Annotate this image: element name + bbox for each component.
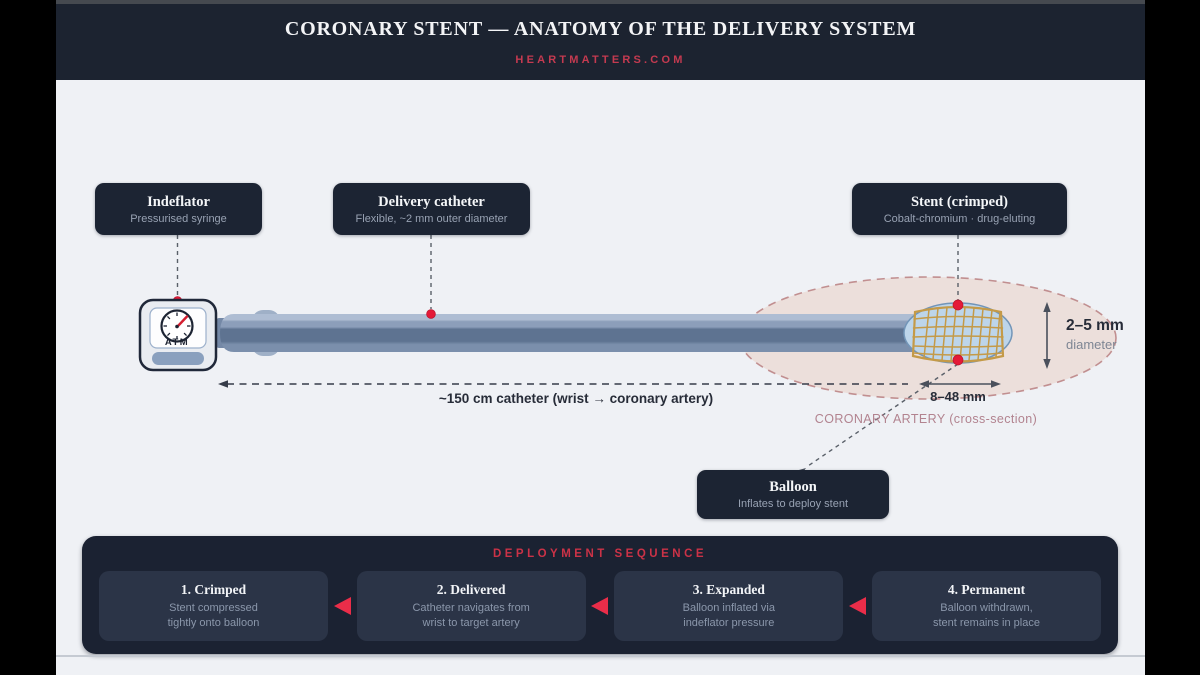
step-description: Stent compressed tightly onto balloon	[168, 601, 260, 631]
length-measure-line	[218, 380, 908, 388]
artery-diameter-unit: diameter	[1066, 337, 1117, 352]
label-stent-subtitle: Cobalt-chromium · drug-eluting	[883, 212, 1036, 225]
step-arrow-icon	[333, 597, 351, 615]
sequence-step-2: 2. Delivered Catheter navigates from wri…	[356, 571, 586, 641]
stent-length-measure-line	[919, 380, 1001, 388]
label-balloon: Balloon Inflates to deploy stent	[697, 470, 889, 519]
label-stent-crimped: Stent (crimped) Cobalt-chromium · drug-e…	[852, 183, 1067, 235]
step-arrow-icon	[591, 597, 609, 615]
step-description-line2: tightly onto balloon	[167, 616, 260, 629]
sequence-step-3: 3. Expanded Balloon inflated via indefla…	[614, 571, 844, 641]
step-description: Balloon inflated via indeflator pressure	[683, 601, 775, 631]
label-catheter-subtitle: Flexible, ~2 mm outer diameter	[355, 212, 508, 225]
indeflator-device: ATM	[138, 298, 218, 372]
sequence-steps-row: 1. Crimped Stent compressed tightly onto…	[99, 571, 1101, 641]
header: CORONARY STENT — ANATOMY OF THE DELIVERY…	[56, 4, 1145, 80]
catheter-shaft	[216, 310, 940, 356]
step-description-line1: Balloon withdrawn,	[940, 601, 1033, 614]
step-description: Balloon withdrawn, stent remains in plac…	[933, 601, 1040, 631]
label-balloon-title: Balloon	[769, 479, 817, 495]
label-stent-title: Stent (crimped)	[910, 193, 1009, 210]
indeflator-handle	[152, 352, 204, 365]
step-title: 2. Delivered	[436, 581, 506, 597]
step-description-line2: stent remains in place	[932, 616, 1040, 629]
stent-length-annotation: 8–48 mm	[930, 389, 986, 404]
leader-lines	[176, 235, 959, 467]
step-description-line1: Stent compressed	[169, 601, 258, 614]
label-delivery-catheter: Delivery catheter Flexible, ~2 mm outer …	[333, 183, 530, 235]
artery-diameter-measure-line	[1043, 302, 1051, 369]
sequence-title: DEPLOYMENT SEQUENCE	[492, 548, 708, 560]
label-catheter-title: Delivery catheter	[378, 193, 485, 210]
artery-diameter-annotation: 2–5 mm diameter	[1066, 317, 1176, 352]
catheter-length-annotation: ~150 cm catheter (wrist → coronary arter…	[438, 391, 714, 406]
window-top-strip	[56, 0, 1145, 4]
delivery-system-diagram: ATM	[138, 235, 1117, 477]
step-description-line1: Catheter navigates from	[412, 601, 530, 614]
step-description: Catheter navigates from wrist to target …	[412, 601, 529, 631]
step-description-line1: Balloon inflated via	[682, 601, 775, 614]
step-description-line2: wrist to target artery	[422, 616, 520, 629]
step-description-line2: indeflator pressure	[683, 616, 775, 629]
label-indeflator-title: Indeflator	[147, 193, 210, 210]
label-indeflator: Indeflator Pressurised syringe	[95, 183, 262, 235]
step-title: 1. Crimped	[180, 581, 247, 597]
step-title: 3. Expanded	[692, 581, 765, 597]
label-indeflator-subtitle: Pressurised syringe	[130, 212, 227, 225]
page-title: CORONARY STENT — ANATOMY OF THE DELIVERY…	[284, 18, 917, 40]
stent-mesh	[911, 305, 1005, 363]
infographic-page: CORONARY STENT — ANATOMY OF THE DELIVERY…	[56, 0, 1145, 675]
site-name: HEARTMATTERS.COM	[515, 54, 686, 66]
pressure-gauge-icon	[160, 309, 194, 343]
page-bottom-rule	[56, 655, 1145, 657]
step-arrow-icon	[849, 597, 867, 615]
sequence-step-4: 4. Permanent Balloon withdrawn, stent re…	[871, 571, 1101, 641]
label-balloon-subtitle: Inflates to deploy stent	[737, 498, 849, 510]
artery-diameter-value: 2–5 mm	[1066, 317, 1124, 334]
gauge-unit-label: ATM	[165, 337, 189, 348]
sequence-step-1: 1. Crimped Stent compressed tightly onto…	[99, 571, 328, 641]
step-title: 4. Permanent	[947, 581, 1026, 597]
artery-caption: CORONARY ARTERY (cross-section)	[814, 412, 1038, 426]
deployment-sequence-panel: DEPLOYMENT SEQUENCE 1. Crimped Stent com…	[82, 536, 1118, 654]
